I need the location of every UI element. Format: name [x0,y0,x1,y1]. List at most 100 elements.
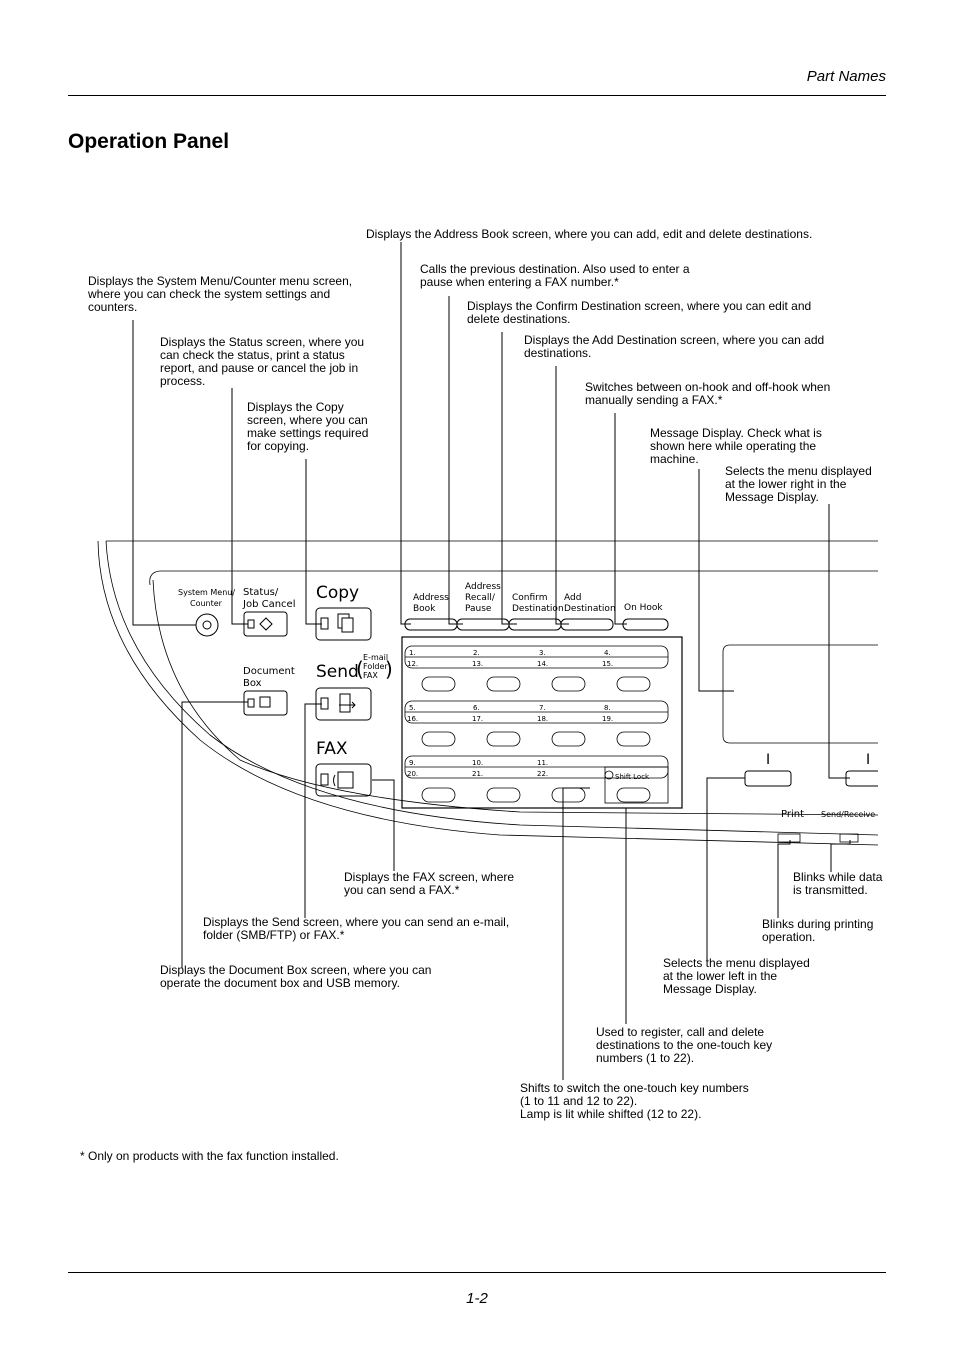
one-touch-key[interactable] [551,731,586,747]
annotation-status: Displays the Status screen, where you ca… [160,335,365,388]
annotation-one-touch: Used to register, call and delete destin… [596,1025,773,1065]
onetouch-6: 6. [473,704,480,712]
right-select-button[interactable] [845,770,878,787]
copy-button[interactable] [315,607,372,641]
fax-button[interactable] [315,763,372,797]
annotation-document-box: Displays the Document Box screen, where … [160,963,432,990]
fax-label: FAX [316,739,348,759]
annotation-print-lamp: Blinks during printing operation. [762,917,874,944]
annotation-send-receive-lamp: Blinks while data is transmitted. [793,870,883,897]
print-label: Print [781,809,804,820]
system-menu-button[interactable] [195,613,219,637]
system-menu-label: System Menu/ [178,588,235,597]
on-hook-label: On Hook [624,603,663,613]
onetouch-17: 17. [472,715,483,723]
onetouch-1: 1. [409,649,416,657]
onetouch-5: 5. [409,704,416,712]
annotation-send: Displays the Send screen, where you can … [203,915,510,942]
one-touch-key[interactable] [551,676,586,692]
address-recall-pause-button[interactable] [456,618,510,631]
one-touch-key[interactable] [616,731,651,747]
on-hook-button[interactable] [622,618,669,631]
annotation-message-display: Message Display. Check what is shown her… [650,426,822,466]
add-label-2: Destination [564,604,616,614]
annotation-system-menu: Displays the System Menu/Counter menu sc… [88,274,353,314]
counter-label: Counter [190,599,223,608]
send-bracket-open-icon: ( [356,657,364,681]
one-touch-key[interactable] [551,787,586,803]
one-touch-key[interactable] [421,676,456,692]
onetouch-2: 2. [473,649,480,657]
page-title: Operation Panel [68,130,230,153]
onetouch-13: 13. [472,660,483,668]
onetouch-20: 20. [407,770,418,778]
footer-rule [68,1272,886,1273]
message-display [722,644,878,744]
onetouch-16: 16. [407,715,418,723]
one-touch-key[interactable] [486,787,521,803]
one-touch-labels: 1. 2. 3. 4. 12. 13. 14. 15. 5. 6. 7. 8. … [407,649,613,778]
box-label: Box [243,678,262,689]
status-label: Status/ [243,587,279,598]
onetouch-7: 7. [539,704,546,712]
onetouch-15: 15. [602,660,613,668]
one-touch-key[interactable] [486,676,521,692]
recall-label-3: Pause [465,604,492,614]
shift-lock-lamp-icon [604,770,614,780]
left-select-mark-icon: I [766,752,770,768]
send-sub-email: E-mail [363,653,388,662]
send-label: Send [316,662,359,682]
recall-label-1: Address [465,582,501,592]
annotation-right-select: Selects the menu displayed at the lower … [725,464,872,504]
copy-label: Copy [316,583,359,603]
onetouch-10: 10. [472,759,483,767]
onetouch-12: 12. [407,660,418,668]
onetouch-21: 21. [472,770,483,778]
page-number: 1-2 [466,1290,488,1307]
send-sub-folder: Folder [363,662,388,671]
send-button[interactable] [315,687,372,721]
shift-lock-button[interactable] [616,787,651,803]
annotation-address-book: Displays the Address Book screen, where … [366,227,813,241]
send-bracket-close-icon: ) [385,657,393,681]
one-touch-panel [401,636,683,809]
onetouch-9: 9. [409,759,416,767]
annotation-address-recall: Calls the previous destination. Also use… [420,262,690,289]
print-lamp [777,833,801,843]
confirm-label-2: Destination [512,604,564,614]
add-label-1: Add [564,593,581,603]
onetouch-3: 3. [539,649,546,657]
annotation-left-select: Selects the menu displayed at the lower … [663,956,810,996]
annotation-copy: Displays the Copy screen, where you can … [247,400,369,453]
onetouch-11: 11. [537,759,548,767]
annotation-confirm-destination: Displays the Confirm Destination screen,… [467,299,812,326]
shift-lock-frame [604,766,669,804]
section-header: Part Names [806,68,886,85]
one-touch-key[interactable] [486,731,521,747]
shift-lock-label: Shift Lock [615,773,650,781]
job-cancel-label: Job Cancel [242,599,295,610]
address-book-label-1: Address [413,593,449,603]
footnote: * Only on products with the fax function… [80,1149,339,1163]
one-touch-key[interactable] [421,731,456,747]
onetouch-4: 4. [604,649,611,657]
confirm-label-1: Confirm [512,593,547,603]
address-book-label-2: Book [413,604,436,614]
onetouch-22: 22. [537,770,548,778]
right-select-mark-icon: I [866,752,870,768]
left-select-button[interactable] [744,770,792,787]
annotation-fax: Displays the FAX screen, where you can s… [344,870,515,897]
onetouch-19: 19. [602,715,613,723]
status-job-cancel-button[interactable] [243,611,288,637]
send-receive-lamp [839,833,859,843]
one-touch-key[interactable] [616,676,651,692]
onetouch-14: 14. [537,660,548,668]
annotation-shift-lock: Shifts to switch the one-touch key numbe… [520,1081,749,1121]
annotation-add-destination: Displays the Add Destination screen, whe… [524,333,825,360]
document-box-button[interactable] [243,690,288,716]
one-touch-key[interactable] [421,787,456,803]
onetouch-8: 8. [604,704,611,712]
send-receive-label: Send/Receive [821,810,875,819]
recall-label-2: Recall/ [465,593,496,603]
